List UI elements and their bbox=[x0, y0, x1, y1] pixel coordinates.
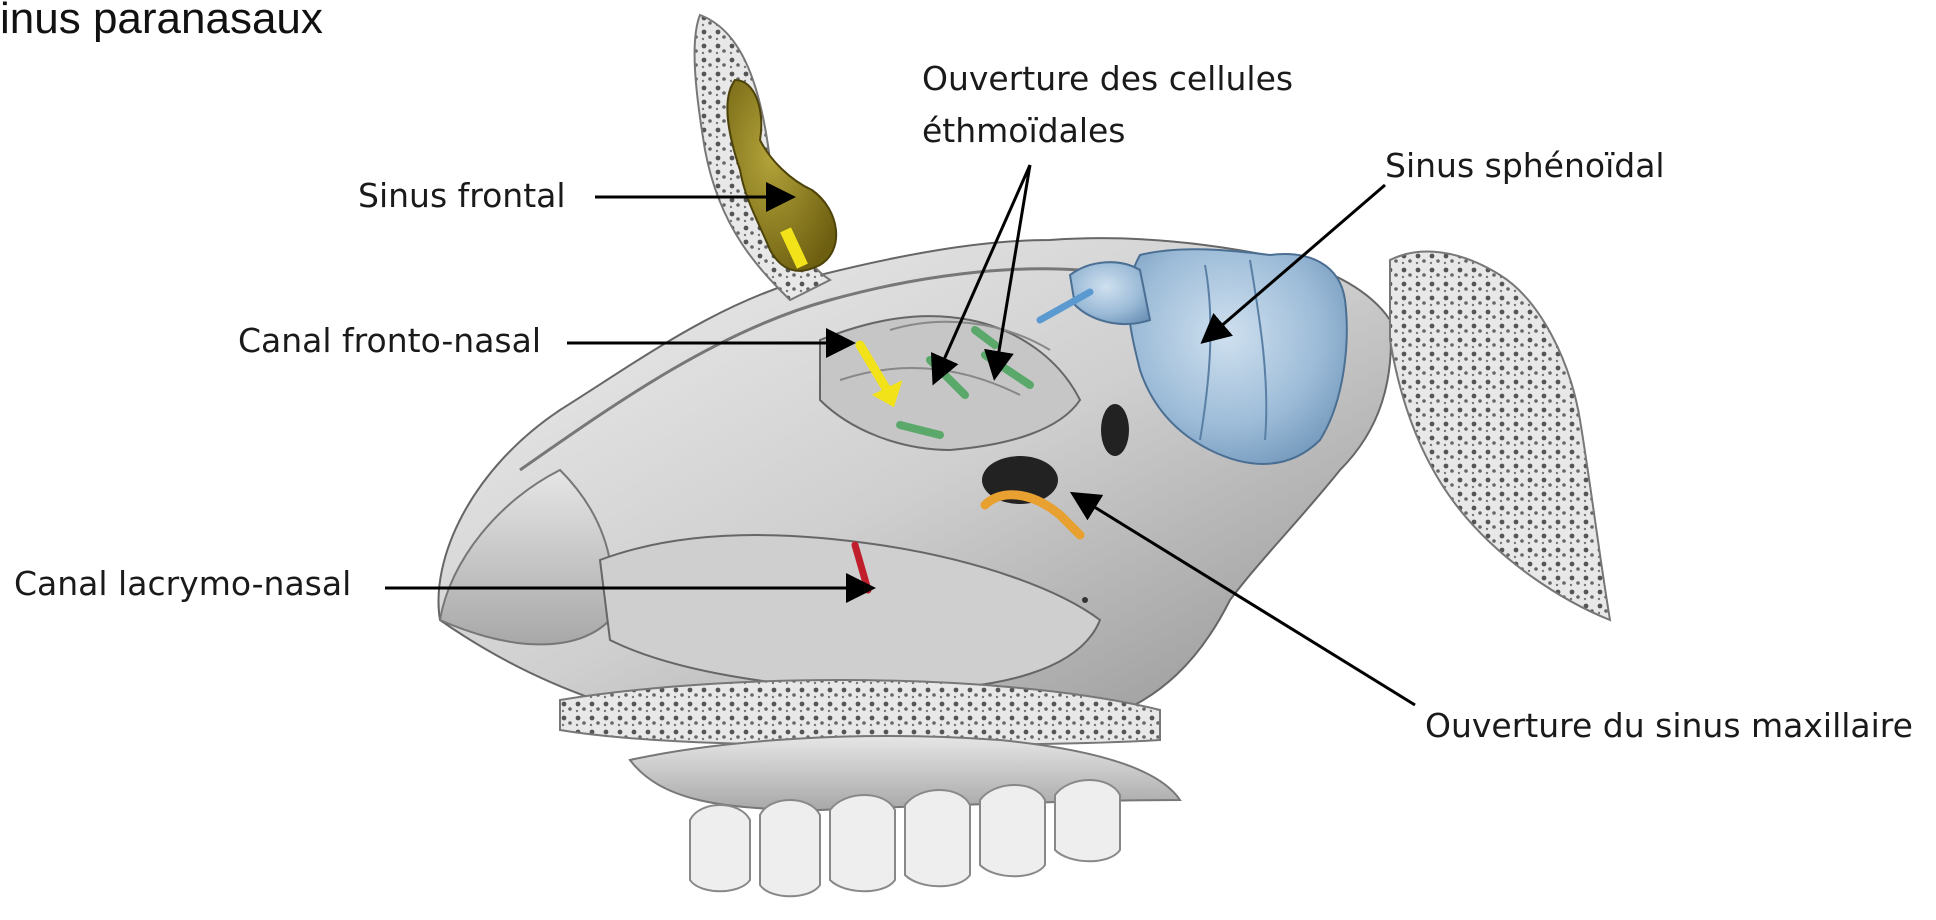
label-ethmoid-line1: Ouverture des cellules bbox=[922, 58, 1293, 99]
page-title: inus paranasaux bbox=[0, 0, 323, 44]
label-sinus-sphenoidal: Sinus sphénoïdal bbox=[1385, 145, 1665, 186]
label-ouverture-maxillaire: Ouverture du sinus maxillaire bbox=[1425, 705, 1913, 746]
label-sinus-frontal: Sinus frontal bbox=[358, 175, 566, 216]
label-canal-lacrymo-nasal: Canal lacrymo-nasal bbox=[14, 563, 351, 604]
label-canal-fronto-nasal: Canal fronto-nasal bbox=[238, 320, 541, 361]
label-ethmoid-line2: éthmoïdales bbox=[922, 110, 1126, 151]
